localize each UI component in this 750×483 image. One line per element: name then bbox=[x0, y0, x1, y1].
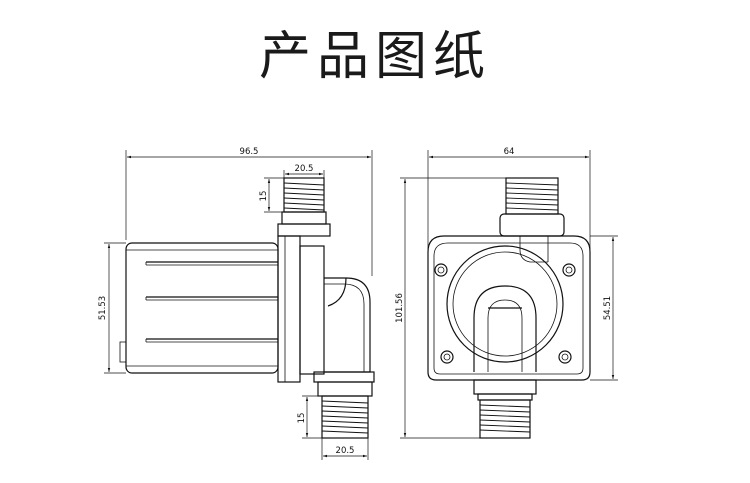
dim-label-overall-width: 96.5 bbox=[240, 147, 259, 157]
side-view: 96.5 20.5 15 51.53 15 bbox=[98, 147, 375, 460]
dim-label-front-width: 64 bbox=[504, 147, 515, 157]
screw-holes bbox=[434, 263, 576, 364]
front-inlet-nozzle bbox=[473, 379, 537, 439]
dim-label-flange-height: 54.51 bbox=[603, 296, 613, 320]
front-flange bbox=[427, 235, 591, 381]
dim-inlet-thread: 15 bbox=[297, 395, 322, 439]
inlet-nozzle bbox=[321, 395, 369, 439]
dim-overall-width: 96.5 bbox=[125, 147, 373, 276]
dim-outlet-width: 20.5 bbox=[283, 164, 325, 178]
dim-label-outlet-width: 20.5 bbox=[295, 164, 314, 174]
dim-front-height: 101.56 bbox=[395, 177, 506, 439]
front-view: 64 101.56 54.51 bbox=[395, 147, 618, 439]
outlet-nozzle bbox=[277, 177, 331, 237]
dim-label-inlet-thread: 15 bbox=[297, 413, 307, 424]
dim-front-width: 64 bbox=[427, 147, 591, 250]
dim-outlet-thread: 15 bbox=[259, 177, 284, 213]
motor-housing bbox=[119, 242, 279, 374]
pump-volute bbox=[313, 277, 375, 397]
volute-circle bbox=[446, 245, 564, 363]
dim-label-front-height: 101.56 bbox=[395, 293, 405, 323]
dim-label-inlet-width: 20.5 bbox=[336, 446, 355, 456]
dim-label-outlet-thread: 15 bbox=[259, 191, 269, 202]
dim-body-height: 51.53 bbox=[98, 242, 126, 374]
dim-flange-height: 54.51 bbox=[590, 235, 618, 381]
dim-inlet-width: 20.5 bbox=[321, 438, 369, 460]
flange bbox=[277, 235, 325, 383]
front-outlet-nozzle bbox=[499, 177, 565, 263]
page-title: 产品图纸 bbox=[258, 27, 491, 87]
dim-label-body-height: 51.53 bbox=[98, 296, 108, 320]
